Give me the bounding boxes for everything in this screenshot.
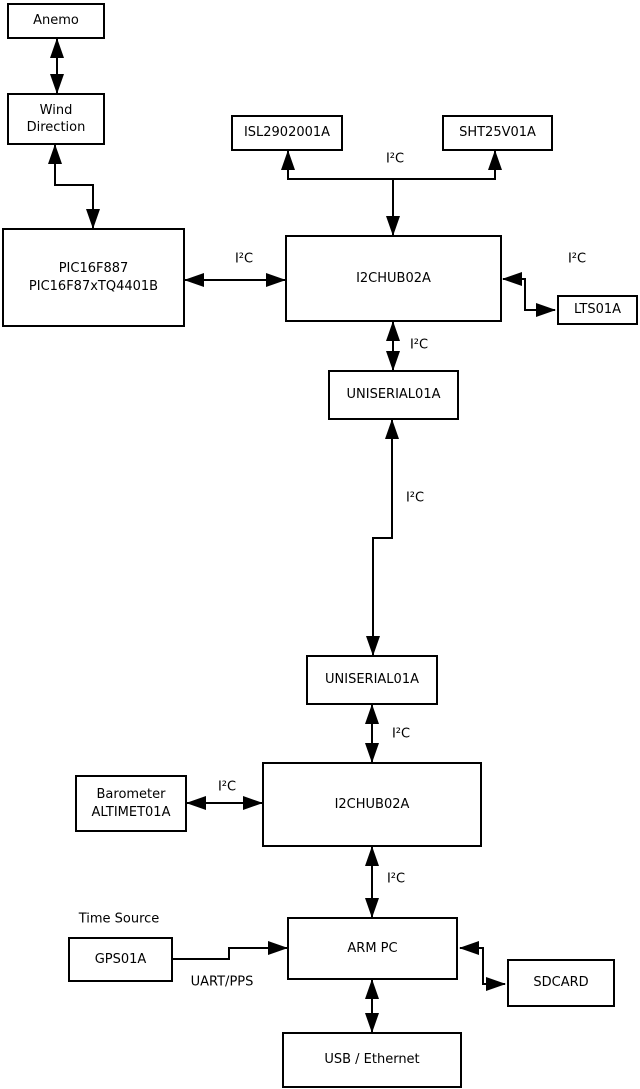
arm-pc-box: ARM PC (287, 917, 458, 980)
i2c-label-hub1-uniserial1: I²C (409, 337, 429, 353)
pic-mcu-box: PIC16F887 PIC16F87xTQ4401B (2, 228, 185, 327)
sht25v01a-box: SHT25V01A (442, 115, 553, 151)
wind-direction-box: Wind Direction (7, 93, 105, 145)
gps-label: GPS01A (94, 951, 147, 967)
lts01a-label: LTS01A (573, 302, 622, 318)
edge-armpc-sdcard (459, 941, 506, 991)
uniserial2-label: UNISERIAL01A (325, 672, 419, 688)
i2c-label-uniserial2-hub2: I²C (391, 726, 411, 742)
wind-direction-label-line2: Direction (26, 120, 86, 135)
pic-mcu-label-line1: PIC16F887 (58, 261, 129, 277)
i2c-hub1-box: I2CHUB02A (285, 235, 502, 322)
isl2902001a-box: ISL2902001A (231, 115, 343, 151)
edge-gps-armpc (173, 941, 288, 960)
barometer-box: Barometer ALTIMET01A (75, 775, 187, 832)
i2c-hub2-label: I2CHUB02A (334, 796, 410, 812)
edge-hub1-lts (502, 272, 556, 317)
i2c-label-uniserial1-uniserial2: I²C (405, 490, 425, 506)
gps-box: GPS01A (68, 937, 173, 982)
sdcard-box: SDCARD (507, 959, 615, 1007)
i2c-hub1-label: I2CHUB02A (356, 270, 431, 286)
sht25v01a-label: SHT25V01A (459, 125, 536, 141)
usb-ethernet-label: USB / Ethernet (324, 1052, 420, 1068)
i2c-label-top-bus: I²C (385, 151, 405, 167)
uniserial1-box: UNISERIAL01A (328, 370, 459, 420)
edge-top-bus (281, 150, 502, 180)
uniserial2-box: UNISERIAL01A (306, 655, 438, 705)
anemo-label: Anemo (33, 13, 79, 29)
edge-uniserial1-uniserial2 (366, 419, 399, 656)
usb-ethernet-box: USB / Ethernet (282, 1032, 462, 1088)
i2c-label-pic-hub1: I²C (234, 251, 254, 267)
uniserial1-label: UNISERIAL01A (346, 387, 441, 403)
i2c-label-barometer-hub2: I²C (217, 779, 237, 795)
i2c-label-hub2-armpc: I²C (386, 871, 406, 887)
i2c-label-hub1-lts: I²C (567, 251, 587, 267)
uart-pps-label: UART/PPS (190, 974, 254, 990)
sdcard-label: SDCARD (533, 975, 589, 991)
anemo-box: Anemo (7, 3, 105, 39)
arm-pc-label: ARM PC (347, 940, 398, 956)
lts01a-box: LTS01A (557, 295, 638, 325)
edge-wind-pic (48, 144, 100, 229)
pic-mcu-label-line2: PIC16F87xTQ4401B (28, 278, 159, 294)
barometer-label-line2: ALTIMET01A (91, 804, 171, 820)
time-source-label: Time Source (78, 911, 160, 927)
barometer-label-line1: Barometer (96, 787, 166, 803)
i2c-hub2-box: I2CHUB02A (262, 762, 482, 847)
wind-direction-label-line1: Wind (39, 102, 73, 118)
isl2902001a-label: ISL2902001A (243, 125, 331, 141)
